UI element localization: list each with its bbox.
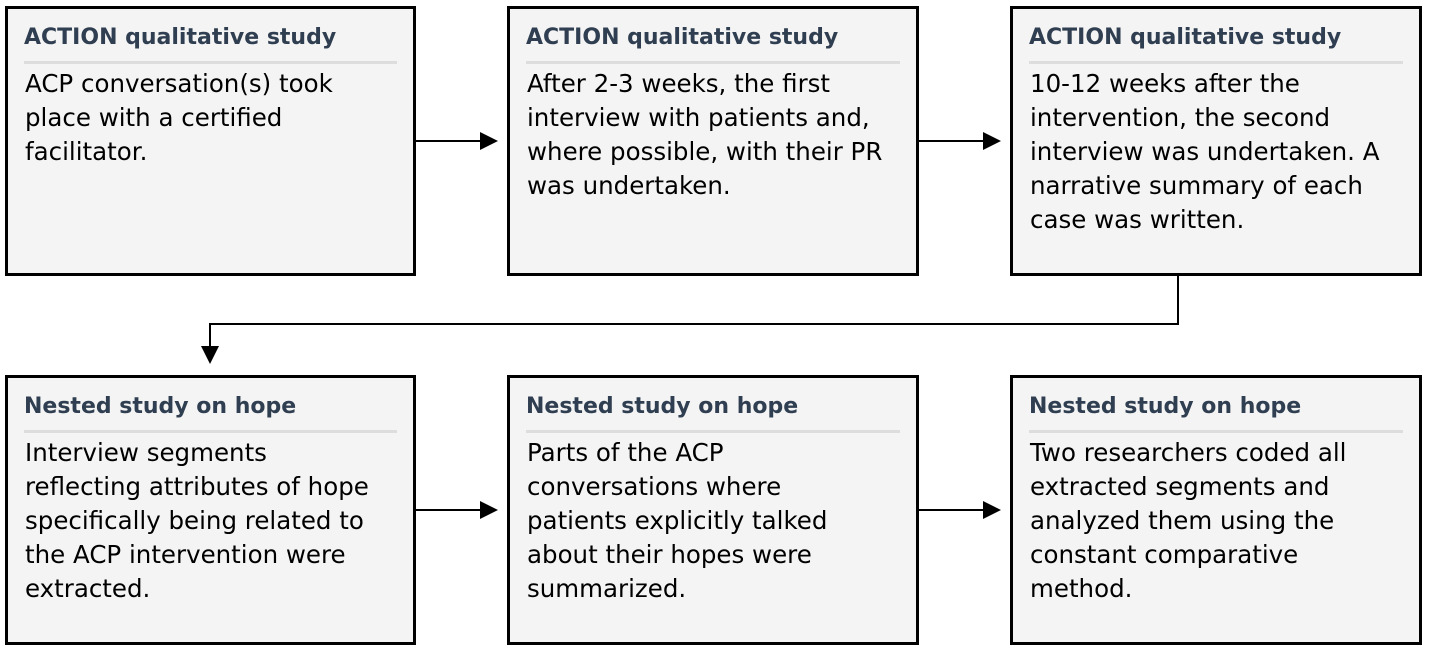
step-text-line: narrative summary of each <box>1030 171 1363 200</box>
step-title: ACTION qualitative study <box>1029 27 1403 64</box>
step-text-line: extracted. <box>25 574 151 603</box>
step-title: Nested study on hope <box>24 396 397 433</box>
arrowhead-icon <box>201 346 219 364</box>
step-text-line: where possible, with their PR <box>527 137 883 166</box>
step-text: Parts of the ACP conversations where pat… <box>526 433 900 606</box>
step-text-line: facilitator. <box>25 137 148 166</box>
arrowhead-icon <box>480 132 498 150</box>
step-box-1: ACTION qualitative study ACP conversatio… <box>5 6 416 276</box>
arrowhead-icon <box>983 132 1001 150</box>
step-text-line: was undertaken. <box>527 171 731 200</box>
step-box-6: Nested study on hope Two researchers cod… <box>1010 375 1422 645</box>
step-text-line: intervention, the second <box>1030 103 1331 132</box>
step-text-line: the ACP intervention were <box>25 540 346 569</box>
step-text-line: specifically being related to <box>25 506 364 535</box>
step-text: Interview segments reflecting attributes… <box>24 433 397 606</box>
step-text-line: extracted segments and <box>1030 472 1330 501</box>
step-text-line: reflecting attributes of hope <box>25 472 369 501</box>
step-text-line: patients explicitly talked <box>527 506 828 535</box>
step-text: After 2-3 weeks, the first interview wit… <box>526 64 900 203</box>
step-text-line: place with a certified <box>25 103 283 132</box>
step-text: Two researchers coded all extracted segm… <box>1029 433 1403 606</box>
step-text-line: about their hopes were <box>527 540 812 569</box>
step-text-line: ACP conversation(s) took <box>25 69 333 98</box>
step-text-line: summarized. <box>527 574 687 603</box>
step-text-line: Two researchers coded all <box>1030 438 1347 467</box>
step-text: 10-12 weeks after the intervention, the … <box>1029 64 1403 237</box>
step-box-3: ACTION qualitative study 10-12 weeks aft… <box>1010 6 1422 276</box>
arrowhead-icon <box>983 501 1001 519</box>
step-text-line: method. <box>1030 574 1133 603</box>
step-text-line: constant comparative <box>1030 540 1299 569</box>
step-text-line: 10-12 weeks after the <box>1030 69 1300 98</box>
arrowhead-icon <box>480 501 498 519</box>
step-title: Nested study on hope <box>1029 396 1403 433</box>
step-text-line: conversations where <box>527 472 782 501</box>
step-title: ACTION qualitative study <box>526 27 900 64</box>
step-text-line: case was written. <box>1030 205 1245 234</box>
step-box-2: ACTION qualitative study After 2-3 weeks… <box>507 6 919 276</box>
step-text-line: After 2-3 weeks, the first <box>527 69 831 98</box>
step-text-line: Interview segments <box>25 438 267 467</box>
arrow-3-to-4 <box>209 276 1179 348</box>
step-text: ACP conversation(s) took place with a ce… <box>24 64 397 169</box>
step-text-line: interview with patients and, <box>527 103 870 132</box>
step-text-line: analyzed them using the <box>1030 506 1335 535</box>
step-title: ACTION qualitative study <box>24 27 397 64</box>
step-text-line: Parts of the ACP <box>527 438 724 467</box>
step-box-5: Nested study on hope Parts of the ACP co… <box>507 375 919 645</box>
step-title: Nested study on hope <box>526 396 900 433</box>
step-text-line: interview was undertaken. A <box>1030 137 1380 166</box>
step-box-4: Nested study on hope Interview segments … <box>5 375 416 645</box>
